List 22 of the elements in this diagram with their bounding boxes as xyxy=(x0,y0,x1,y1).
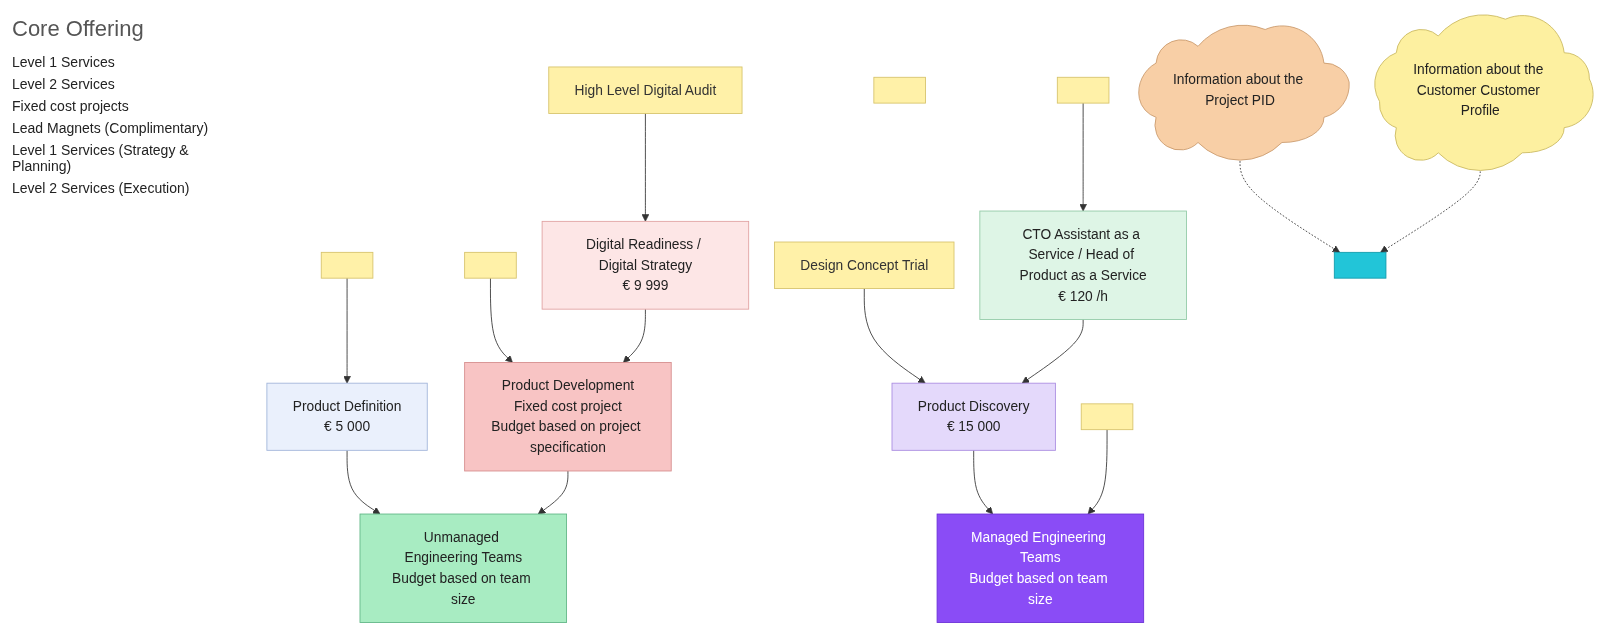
section-label: Lead Magnets (Complimentary) xyxy=(12,120,210,136)
section-label: Level 1 Services (Strategy & Planning) xyxy=(12,142,190,174)
node-box xyxy=(1080,403,1134,431)
node-box: Unmanaged Engineering Teams Budget based on team size xyxy=(359,513,567,624)
node-box: High Level Digital Audit xyxy=(548,66,743,115)
node-box xyxy=(320,252,374,279)
section-label: Level 1 Services xyxy=(12,54,116,70)
section-label: Level 2 Services xyxy=(12,76,116,92)
node-box: Product Development Fixed cost project Budget based on project specification xyxy=(464,362,672,472)
node-box xyxy=(464,252,517,279)
node-box: Digital Readiness / Digital Strategy € 9 999 xyxy=(541,221,750,310)
diagram-title: Core Offering xyxy=(12,16,145,42)
node-box: Design Concept Trial xyxy=(774,241,955,290)
node-box: Product Definition € 5 000 xyxy=(266,383,428,452)
section-label: Fixed cost projects xyxy=(12,98,130,114)
node-box: Managed Engineering Teams Budget based on team size xyxy=(936,513,1145,624)
node-box xyxy=(1056,77,1110,104)
node-box: Product Discovery € 15 000 xyxy=(891,383,1056,452)
node-box: CTO Assistant as a Service / Head of Product as a Service € 120 /h xyxy=(979,210,1187,321)
section-label: Level 2 Services (Execution) xyxy=(12,180,191,196)
node-box xyxy=(873,77,926,104)
node-box xyxy=(1333,252,1387,279)
